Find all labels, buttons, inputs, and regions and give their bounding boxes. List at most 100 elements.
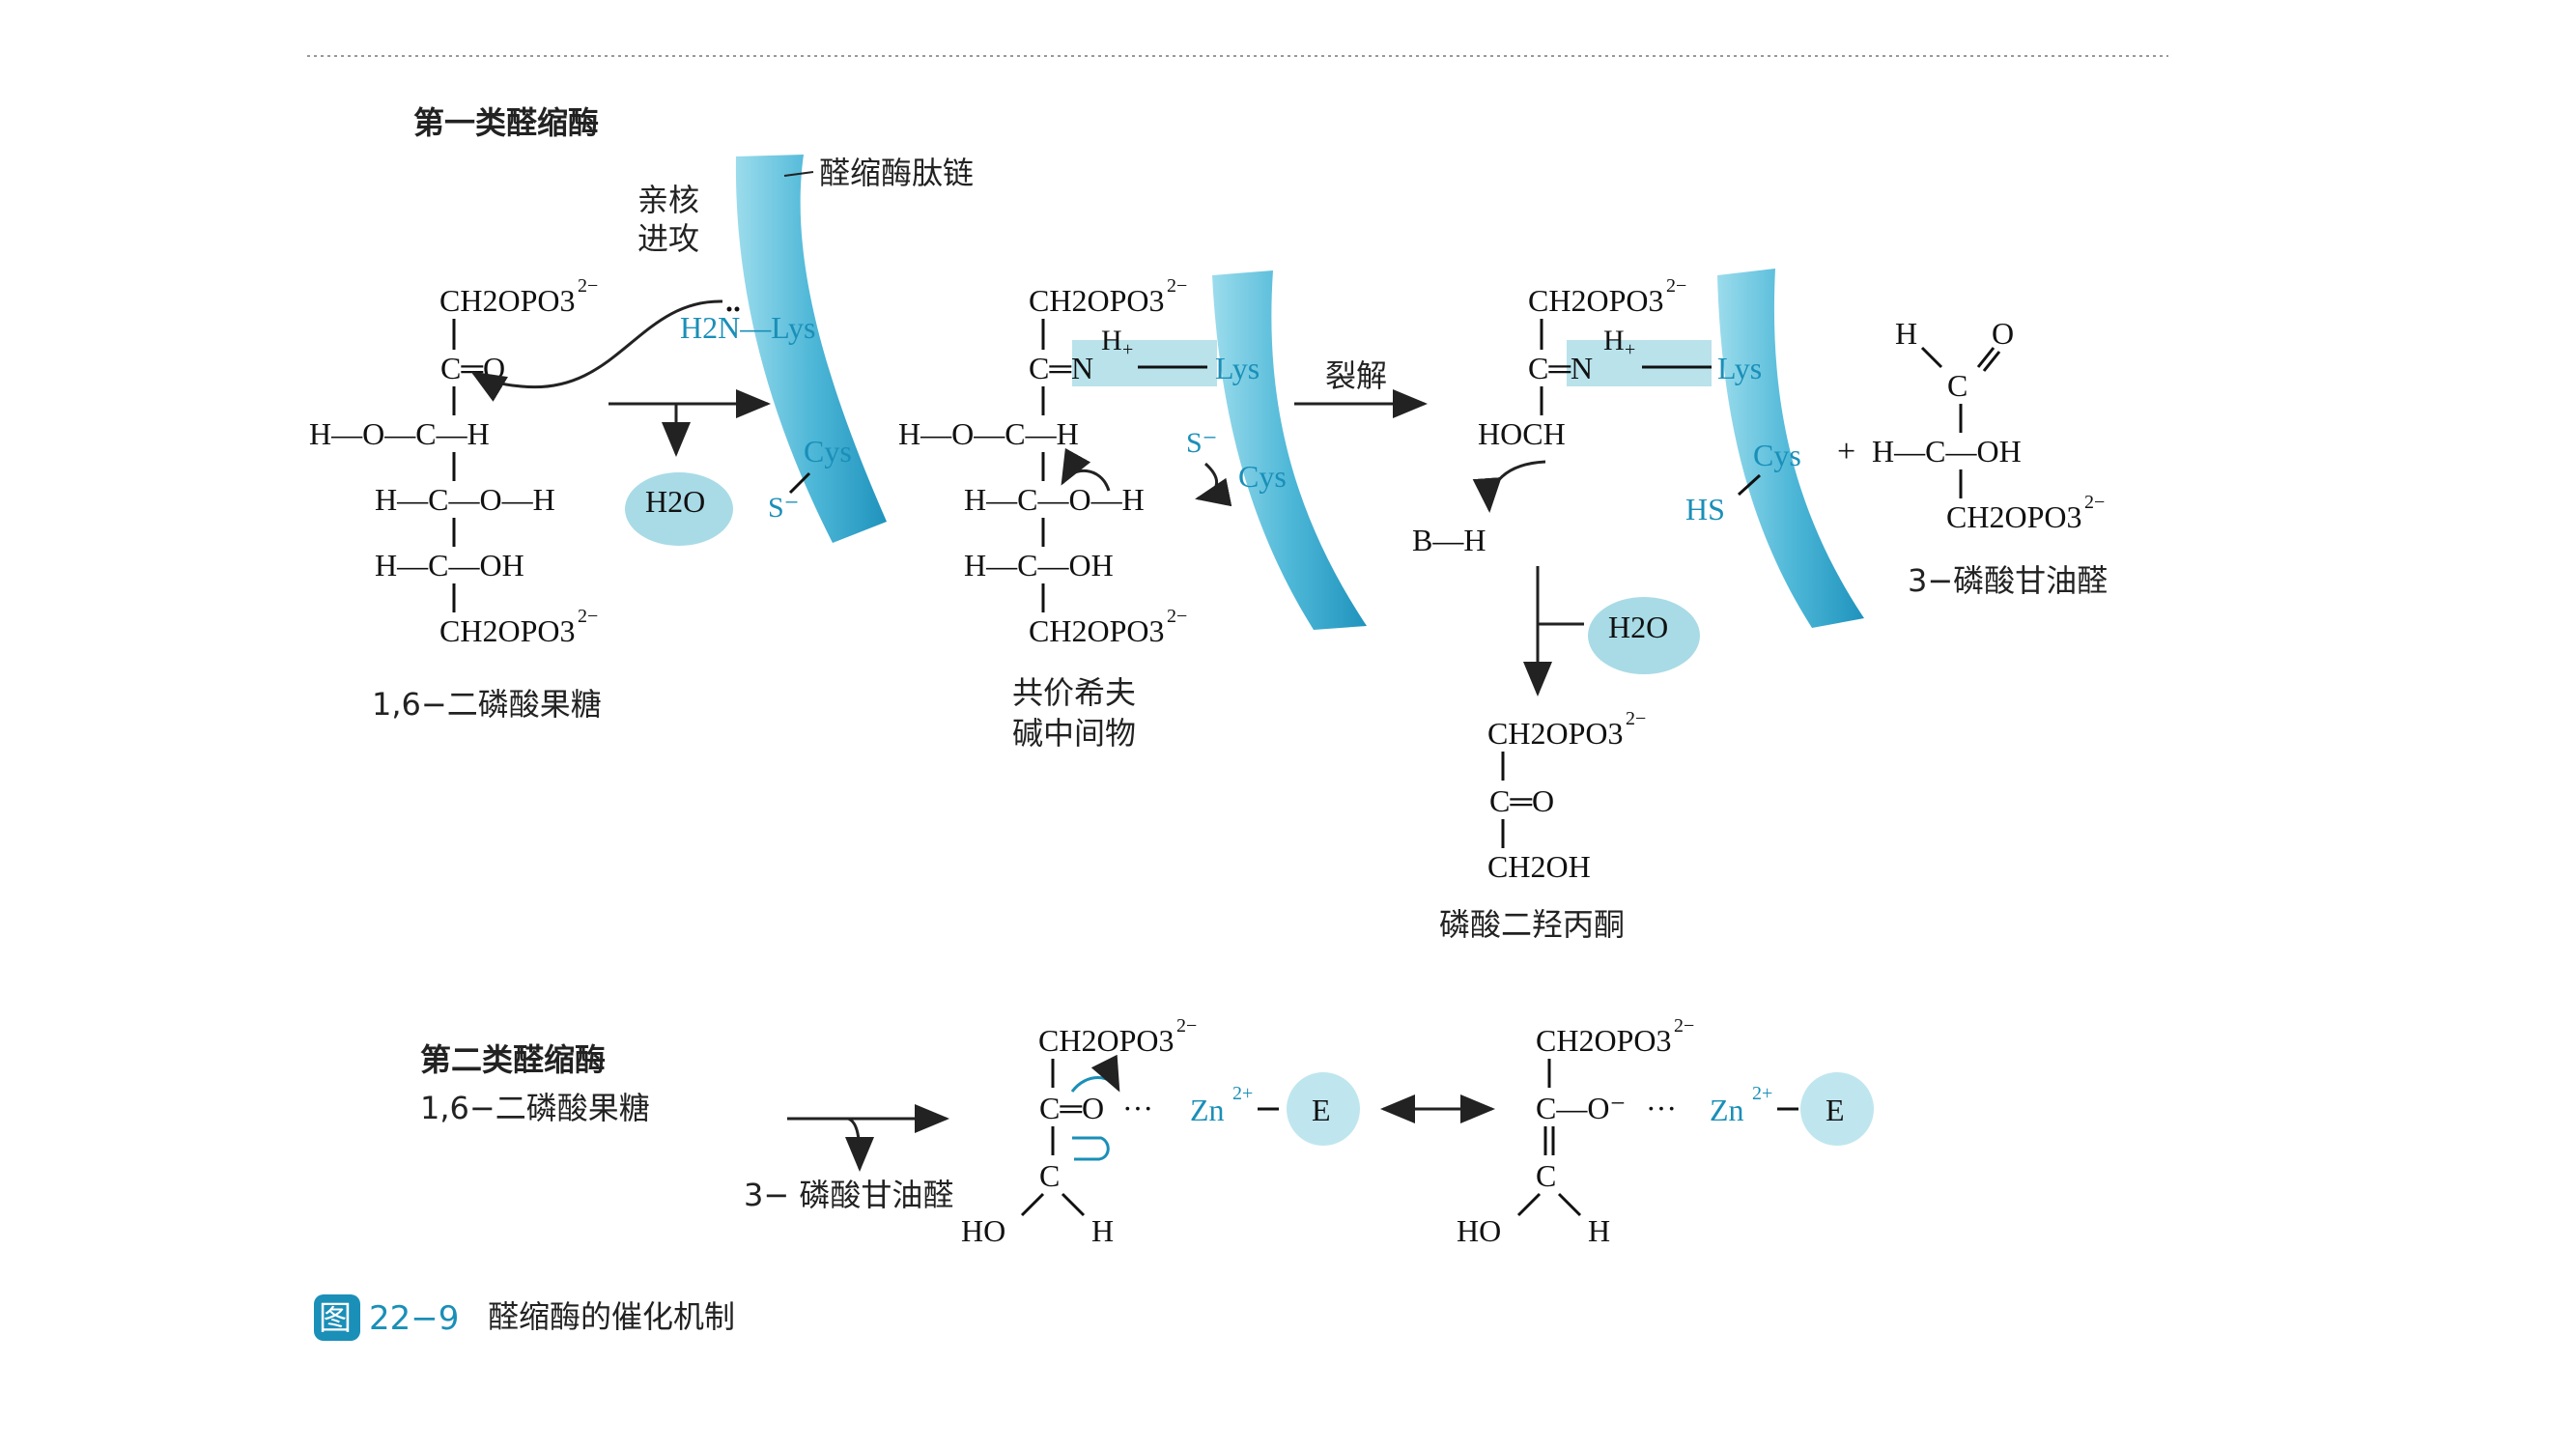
gap-hcoh: H—C—OH <box>1872 434 2022 469</box>
caption-text: 醛缩酶的催化机制 <box>488 1298 735 1335</box>
fbp-name: 1,6−二磷酸果糖 <box>372 686 602 723</box>
enamine-plus: + <box>1625 339 1635 360</box>
thiol-label: HS <box>1685 492 1725 526</box>
gap-charge: 2− <box>2084 492 2105 513</box>
schiff-row3: H—C—OH <box>964 548 1114 582</box>
enamine-ch2opo3: CH2OPO3 <box>1528 283 1663 318</box>
schiff-top-charge: 2− <box>1167 275 1187 297</box>
t2r-h: H <box>1588 1213 1610 1248</box>
type2-enolate-right: CH2OPO3 2− C—O⁻ C HO H <box>1457 1015 1694 1248</box>
gap-c: C <box>1947 368 1967 403</box>
schiff-iminium-h: H <box>1101 325 1122 356</box>
lys-label-2: Lys <box>1215 351 1260 385</box>
enamine-iminium: C═N <box>1528 351 1593 385</box>
dhap-charge: 2− <box>1626 708 1646 729</box>
iminium-highlight <box>1072 340 1217 386</box>
nucleophilic-attack-line1: 亲核 <box>637 182 699 218</box>
t2-electron-arrow-1 <box>1070 1054 1120 1093</box>
t2r-c-o-minus: C—O⁻ <box>1536 1091 1626 1125</box>
t2l-ho: HO <box>961 1213 1005 1248</box>
peptide-ribbon-2 <box>1212 270 1367 630</box>
t2l-carbonyl: C═O <box>1039 1091 1104 1125</box>
water-label-2: H2O <box>1608 610 1668 644</box>
water-bubble-1 <box>625 472 733 546</box>
bond-cleavage-arrow <box>1061 447 1111 492</box>
enamine-intermediate: CH2OPO3 2− C═N H + Lys HOCH <box>1478 275 1762 451</box>
gap-name: 3−磷酸甘油醛 <box>1908 562 2108 599</box>
figure-caption: 图 22−9 醛缩酶的催化机制 <box>314 1294 735 1341</box>
thiolate-2: S⁻ <box>1186 427 1218 459</box>
schiff-base-structure: CH2OPO3 2− C═N H + Lys H—O—C—H H—C—O—H H… <box>898 275 1260 648</box>
t2l-charge: 2− <box>1176 1015 1197 1037</box>
nucleophilic-attack-line2: 进攻 <box>637 220 699 257</box>
peptide-ribbon-3 <box>1717 269 1864 628</box>
cleavage-label: 裂解 <box>1325 357 1387 394</box>
type2-title: 第二类醛缩酶 <box>420 1041 606 1078</box>
t2l-zn: Zn <box>1190 1093 1225 1127</box>
t2r-charge: 2− <box>1674 1015 1694 1037</box>
fbp-bottom-ch2opo3: CH2OPO3 <box>439 613 575 648</box>
proton-abstraction-arrow <box>1195 462 1232 507</box>
t2l-zn-charge: 2+ <box>1232 1083 1253 1104</box>
t2r-ch2opo3: CH2OPO3 <box>1536 1023 1671 1058</box>
schiff-bottom-charge: 2− <box>1167 606 1187 627</box>
enamine-charge: 2− <box>1666 275 1686 297</box>
lys-amine-label: H2N—Lys <box>680 310 815 345</box>
t2l-ch2opo3: CH2OPO3 <box>1038 1023 1174 1058</box>
type2-product-arrow <box>844 1117 874 1172</box>
enzyme-circle-left <box>1287 1072 1360 1146</box>
caption-badge <box>314 1294 360 1341</box>
cys-label-3: Cys <box>1753 438 1801 472</box>
enamine-highlight <box>1567 340 1712 386</box>
dhap-ch2opo3: CH2OPO3 <box>1487 716 1623 751</box>
t2r-c: C <box>1536 1158 1556 1193</box>
schiff-name-line1: 共价希夫 <box>1012 674 1136 711</box>
fbp-bottom-charge: 2− <box>578 606 598 627</box>
t2l-h: H <box>1091 1213 1114 1248</box>
t2r-ho: HO <box>1457 1213 1501 1248</box>
t2l-dots: ··· <box>1122 1091 1153 1125</box>
caption-number: 22−9 <box>369 1299 459 1338</box>
schiff-row2: H—C—O—H <box>964 482 1145 517</box>
fbp-top-ch2opo3: CH2OPO3 <box>439 283 575 318</box>
hoch-label: HOCH <box>1478 416 1566 451</box>
cys-label-1: Cys <box>804 434 852 469</box>
type2-enolate-left: CH2OPO3 2− C═O C HO H <box>961 1015 1197 1248</box>
t2-electron-arrow-2 <box>1072 1136 1110 1161</box>
water-label-1: H2O <box>645 484 705 519</box>
fbp-row1: H—O—C—H <box>309 416 490 451</box>
enzyme-circle-right <box>1800 1072 1874 1146</box>
fbp-row2: H—C—O—H <box>375 482 555 517</box>
thiolate-1: S⁻ <box>768 492 800 524</box>
gap-aldehyde-h: H <box>1895 316 1917 351</box>
fbp-row3: H—C—OH <box>375 548 524 582</box>
type1-title: 第一类醛缩酶 <box>413 104 599 141</box>
proton-transfer-arrow <box>1472 460 1546 513</box>
fbp-carbonyl: C═O <box>440 351 505 385</box>
t2l-e: E <box>1312 1093 1331 1127</box>
t2r-zn: Zn <box>1710 1093 1744 1127</box>
base-bh: B—H <box>1412 523 1486 557</box>
dhap-name: 磷酸二羟丙酮 <box>1439 906 1625 943</box>
plus-sign: + <box>1837 434 1855 469</box>
water-bubble-2 <box>1588 597 1700 674</box>
lys-label-3: Lys <box>1717 351 1762 385</box>
peptide-ribbon-1 <box>735 155 887 543</box>
nucleophilic-attack-arrow <box>470 299 723 402</box>
dihydroxyacetone-phosphate-structure: CH2OPO3 2− C═O CH2OH <box>1487 708 1646 884</box>
schiff-name-line2: 碱中间物 <box>1012 715 1136 752</box>
dhap-ch2oh: CH2OH <box>1487 849 1591 884</box>
schiff-row1: H—O—C—H <box>898 416 1079 451</box>
gap-aldehyde-o: O <box>1992 316 2014 351</box>
caption-badge-text: 图 <box>319 1299 352 1338</box>
cys-label-2: Cys <box>1238 459 1287 494</box>
t2r-dots: ··· <box>1646 1091 1677 1125</box>
type2-substrate: 1,6−二磷酸果糖 <box>420 1090 650 1126</box>
schiff-iminium: C═N <box>1029 351 1093 385</box>
t2r-e: E <box>1826 1093 1845 1127</box>
t2r-zn-charge: 2+ <box>1752 1083 1772 1104</box>
type2-product: 3− 磷酸甘油醛 <box>744 1177 953 1213</box>
fbp-top-charge: 2− <box>578 275 598 297</box>
peptide-chain-label: 醛缩酶肽链 <box>819 155 974 191</box>
